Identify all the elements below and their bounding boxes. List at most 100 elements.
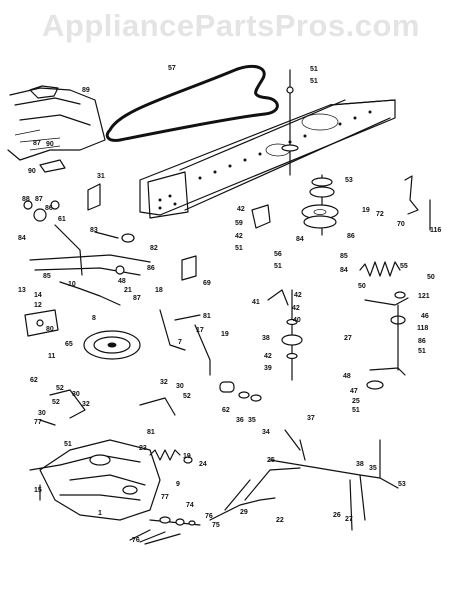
frame-assembly <box>139 99 396 219</box>
callout-label: 42 <box>292 305 300 312</box>
callout-label: 19 <box>221 331 229 338</box>
drive-belt <box>105 64 279 142</box>
callout-label: 39 <box>264 365 272 372</box>
idler-pulley-83 <box>94 231 135 243</box>
spring-23 <box>149 449 181 461</box>
bracket-59 <box>251 204 271 229</box>
spring-55 <box>359 261 401 277</box>
callout-label: 88 <box>22 196 30 203</box>
callout-label: 21 <box>124 287 132 294</box>
callout-label: 30 <box>38 410 46 417</box>
callout-label: 15 <box>34 487 42 494</box>
callout-label: 59 <box>235 220 243 227</box>
callout-label: 51 <box>235 245 243 252</box>
callout-label: 55 <box>400 263 408 270</box>
callout-label: 90 <box>28 168 36 175</box>
bracket-31 <box>87 183 101 211</box>
callout-label: 51 <box>418 348 426 355</box>
callout-label: 85 <box>43 273 51 280</box>
callout-label: 52 <box>183 393 191 400</box>
callout-label: 69 <box>203 280 211 287</box>
callout-label: 87 <box>35 196 43 203</box>
callout-label: 13 <box>18 287 26 294</box>
control-rods <box>224 429 399 531</box>
callout-label: 84 <box>18 235 26 242</box>
callout-label: 34 <box>262 429 270 436</box>
callout-label: 42 <box>294 292 302 299</box>
callout-label: 42 <box>264 353 272 360</box>
callout-label: 10 <box>68 281 76 288</box>
callout-label: 8 <box>92 315 96 322</box>
callout-label: 57 <box>168 65 176 72</box>
callout-label: 51 <box>310 66 318 73</box>
callout-label: 84 <box>340 267 348 274</box>
callout-label: 83 <box>90 227 98 234</box>
callout-label: 76 <box>132 537 140 544</box>
callout-label: 52 <box>52 399 60 406</box>
callout-label: 27 <box>345 516 353 523</box>
callout-label: 87 <box>33 140 41 147</box>
callout-label: 25 <box>267 457 275 464</box>
callout-label: 9 <box>176 481 180 488</box>
callout-label: 76 <box>205 513 213 520</box>
callout-label: 89 <box>82 87 90 94</box>
rod-22 <box>209 497 276 521</box>
callout-label: 48 <box>118 278 126 285</box>
callout-label: 19 <box>183 453 191 460</box>
callout-label: 53 <box>345 177 353 184</box>
callout-label: 42 <box>237 206 245 213</box>
callout-label: 1 <box>98 510 102 517</box>
bracket-41 <box>267 289 289 306</box>
bolt-column-top <box>281 69 299 176</box>
callout-label: 36 <box>236 417 244 424</box>
callout-label: 42 <box>235 233 243 240</box>
callout-label: 30 <box>72 391 80 398</box>
callout-label: 121 <box>418 293 430 300</box>
axle-shaft <box>129 516 201 545</box>
callout-label: 35 <box>248 417 256 424</box>
callout-label: 18 <box>155 287 163 294</box>
callout-label: 51 <box>274 263 282 270</box>
bracket-70 <box>404 175 419 215</box>
pivot-shaft <box>364 291 409 390</box>
callout-label: 51 <box>310 78 318 85</box>
callout-label: 52 <box>56 385 64 392</box>
callout-label: 38 <box>262 335 270 342</box>
callout-label: 7 <box>178 339 182 346</box>
callout-label: 77 <box>34 419 42 426</box>
callout-label: 56 <box>274 251 282 258</box>
callout-label: 81 <box>147 429 155 436</box>
linkage-rods <box>23 200 151 306</box>
callout-label: 75 <box>212 522 220 529</box>
callout-label: 62 <box>222 407 230 414</box>
watermark: AppliancePartsPros.com <box>42 8 420 43</box>
callout-label: 23 <box>139 445 147 452</box>
callout-label: 72 <box>376 211 384 218</box>
callout-label: 41 <box>252 299 260 306</box>
idler-pulley-38 <box>281 289 303 381</box>
callout-label: 51 <box>64 441 72 448</box>
callout-label: 74 <box>186 502 194 509</box>
callout-label: 27 <box>344 335 352 342</box>
brackets-left <box>39 389 176 426</box>
callout-label: 118 <box>417 325 428 332</box>
callout-label: 50 <box>358 283 366 290</box>
callout-label: 32 <box>160 379 168 386</box>
body-panel <box>7 85 106 173</box>
callout-label: 70 <box>397 221 405 228</box>
callout-label: 11 <box>48 353 56 360</box>
callout-label: 116 <box>430 227 441 234</box>
callout-label: 31 <box>97 173 105 180</box>
callout-label: 61 <box>58 216 66 223</box>
callout-label: 29 <box>240 509 248 516</box>
lever-81 <box>159 309 211 376</box>
callout-label: 40 <box>293 317 301 324</box>
callout-label: 80 <box>46 326 54 333</box>
callout-label: 86 <box>45 205 53 212</box>
callout-label: 38 <box>356 461 364 468</box>
callout-label: 47 <box>350 388 358 395</box>
transmission <box>29 439 161 521</box>
callout-label: 53 <box>398 481 406 488</box>
callout-label: 86 <box>347 233 355 240</box>
